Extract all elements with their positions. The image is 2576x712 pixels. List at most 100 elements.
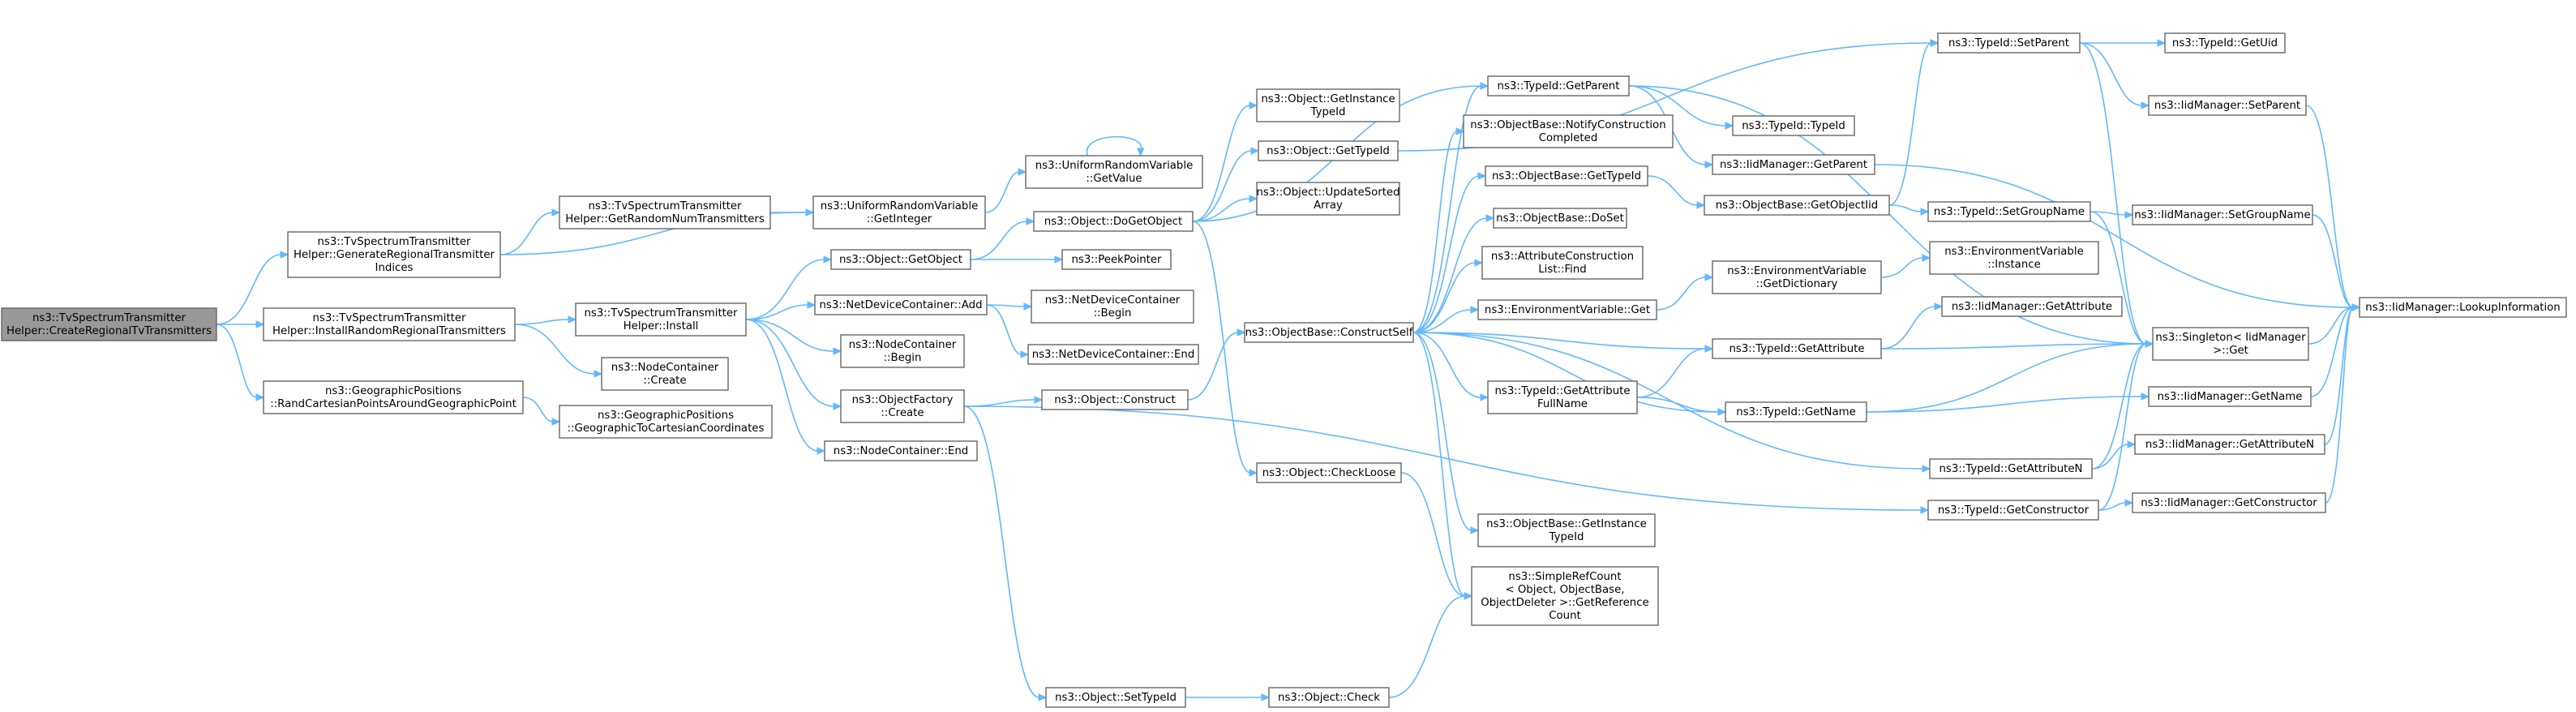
node-tid-getattr[interactable]: ns3::TypeId::GetAttribute [1712,338,1882,359]
node-box [1031,290,1194,324]
node-dogetobject[interactable]: ns3::Object::DoGetObject [1033,211,1194,232]
nodes-layer: ns3::TvSpectrumTransmitterHelper::Create… [1,32,2567,708]
node-tid-setgroup[interactable]: ns3::TypeId::SetGroupName [1927,201,2091,222]
arrowhead-icon [594,370,603,378]
node-label-line: TypeId [1310,106,1346,118]
node-nc-begin[interactable]: ns3::NodeContainer::Begin [840,334,965,368]
node-iid-getparent[interactable]: ns3::IidManager::GetParent [1712,154,1875,175]
node-iid-getctor[interactable]: ns3::IidManager::GetConstructor [2132,492,2326,513]
node-ob-doset[interactable]: ns3::ObjectBase::DoSet [1493,208,1627,229]
edge-line [1880,306,1936,350]
node-getobject[interactable]: ns3::Object::GetObject [830,249,971,270]
arrowhead-icon [1485,214,1495,222]
node-iid-getattrn[interactable]: ns3::IidManager::GetAttributeN [2134,434,2325,455]
edge-line [499,212,554,255]
node-iid-getattr[interactable]: ns3::IidManager::GetAttribute [1941,296,2123,317]
node-env-getdict[interactable]: ns3::EnvironmentVariable::GetDictionary [1712,260,1882,294]
node-instrand[interactable]: ns3::TvSpectrumTransmitterHelper::Instal… [263,307,516,341]
node-tid-getuid[interactable]: ns3::TypeId::GetUid [2164,32,2286,54]
node-nc-create[interactable]: ns3::NodeContainer::Create [601,357,729,391]
node-iid-lookup[interactable]: ns3::IidManager::LookupInformation [2359,297,2567,318]
arrowhead-icon [1704,345,1714,353]
edge-line [2312,214,2354,308]
node-constructself[interactable]: ns3::ObjectBase::ConstructSelf [1244,322,1414,343]
node-genreg[interactable]: ns3::TvSpectrumTransmitterHelper::Genera… [287,231,501,278]
edge-line [1412,309,1472,333]
node-obj-construct[interactable]: ns3::Object::Construct [1041,389,1189,410]
node-label-line: ns3::TvSpectrumTransmitter [317,236,471,248]
node-iid-setparent[interactable]: ns3::IidManager::SetParent [2148,95,2307,116]
node-label-line: ns3::Object::Check [1278,692,1380,704]
node-ndc-end[interactable]: ns3::NetDeviceContainer::End [1027,344,1199,365]
node-root[interactable]: ns3::TvSpectrumTransmitterHelper::Create… [1,307,217,341]
node-label-line: ns3::TypeId::GetName [1736,406,1856,418]
node-tid-getparent[interactable]: ns3::TypeId::GetParent [1487,75,1630,97]
arrowhead-icon [833,402,842,410]
node-tid-getname[interactable]: ns3::TypeId::GetName [1725,401,1867,422]
node-tid-typeid[interactable]: ns3::TypeId::TypeId [1732,115,1855,136]
node-env-instance[interactable]: ns3::EnvironmentVariable::Instance [1929,241,2099,275]
node-ndc-add[interactable]: ns3::NetDeviceContainer::Add [814,294,988,315]
node-ob-notify[interactable]: ns3::ObjectBase::NotifyConstructionCompl… [1463,114,1674,148]
node-box [1268,687,1390,708]
node-box [1732,115,1855,136]
node-simplerefcount[interactable]: ns3::SimpleRefCount< Object, ObjectBase,… [1471,566,1659,626]
arrowhead-icon [1038,693,1048,701]
node-urv-getval[interactable]: ns3::UniformRandomVariable::GetValue [1025,155,1203,189]
edge-line [1647,175,1699,206]
edge-n_ndc_add-to-n_ndc_begin [986,302,1033,311]
node-tid-setparent[interactable]: ns3::TypeId::SetParent [1937,32,2081,54]
node-obj-gettypeid[interactable]: ns3::Object::GetTypeId [1258,140,1399,161]
node-env-get[interactable]: ns3::EnvironmentVariable::Get [1477,299,1657,320]
node-urv-getint[interactable]: ns3::UniformRandomVariable::GetInteger [812,195,986,229]
node-ndc-begin[interactable]: ns3::NetDeviceContainer::Begin [1031,290,1194,324]
node-label-line: < Object, ObjectBase, [1505,584,1624,596]
node-label-line: ns3::IidManager::SetGroupName [2134,209,2310,221]
node-nc-end[interactable]: ns3::NodeContainer::End [824,440,978,461]
node-label-line: ns3::TvSpectrumTransmitter [588,200,742,212]
edge-line [2079,42,2147,345]
node-label-line: ns3::IidManager::GetParent [1720,159,1867,171]
edge-n_tid_setparent-to-n_iid_setparent [2079,42,2150,109]
node-iid-setgroup[interactable]: ns3::IidManager::SetGroupName [2132,204,2313,225]
node-install[interactable]: ns3::TvSpectrumTransmitterHelper::Instal… [575,302,747,337]
node-box [1937,32,2081,54]
edge-line [1412,332,1472,531]
node-iid-getname[interactable]: ns3::IidManager::GetName [2148,386,2312,407]
node-label-line: ::Begin [884,352,922,364]
node-label-line: ObjectDeleter >::GetReference [1481,597,1648,609]
arrowhead-icon [1725,122,1734,130]
arrowhead-icon [1054,255,1064,264]
node-check[interactable]: ns3::Object::Check [1268,687,1390,708]
node-of-create[interactable]: ns3::ObjectFactory::Create [840,389,965,423]
edge-line [970,221,1028,260]
node-box [1027,344,1199,365]
node-checkloose[interactable]: ns3::Object::CheckLoose [1256,462,1402,483]
node-tid-getattrn[interactable]: ns3::TypeId::GetAttributeN [1929,458,2093,479]
node-tid-getctor[interactable]: ns3::TypeId::GetConstructor [1927,500,2099,521]
node-box [1725,401,1867,422]
node-randcart[interactable]: ns3::GeographicPositions::RandCartesianP… [263,380,524,414]
node-geo2cart[interactable]: ns3::GeographicPositions::GeographicToCa… [559,405,773,439]
node-peekpointer[interactable]: ns3::PeekPointer [1061,249,1172,270]
node-ob-gettypeid[interactable]: ns3::ObjectBase::GetTypeId [1485,165,1648,187]
node-label-line: ::Create [881,407,924,419]
edge-line [745,319,835,407]
node-ob-getobjtid[interactable]: ns3::ObjectBase::GetObjectIid [1704,195,1890,216]
node-label-line: ns3::IidManager::GetAttribute [1952,301,2112,313]
node-label-line: ::GetInteger [867,213,932,225]
node-settypeid[interactable]: ns3::Object::SetTypeId [1045,687,1186,708]
node-getrandnum[interactable]: ns3::TvSpectrumTransmitterHelper::GetRan… [559,195,771,229]
edge-n_constructself-to-n_simplerefcount [1412,332,1473,600]
node-singleton[interactable]: ns3::Singleton< IidManager>::Get [2152,327,2309,361]
arrowhead-icon [1934,302,1944,311]
edge-n_constructself-to-n_tid_getattrfull [1412,332,1489,401]
node-box [1025,155,1203,189]
edge-n_tid_getname-to-n_iid_getname [1866,392,2150,413]
edge-line [1412,131,1458,333]
